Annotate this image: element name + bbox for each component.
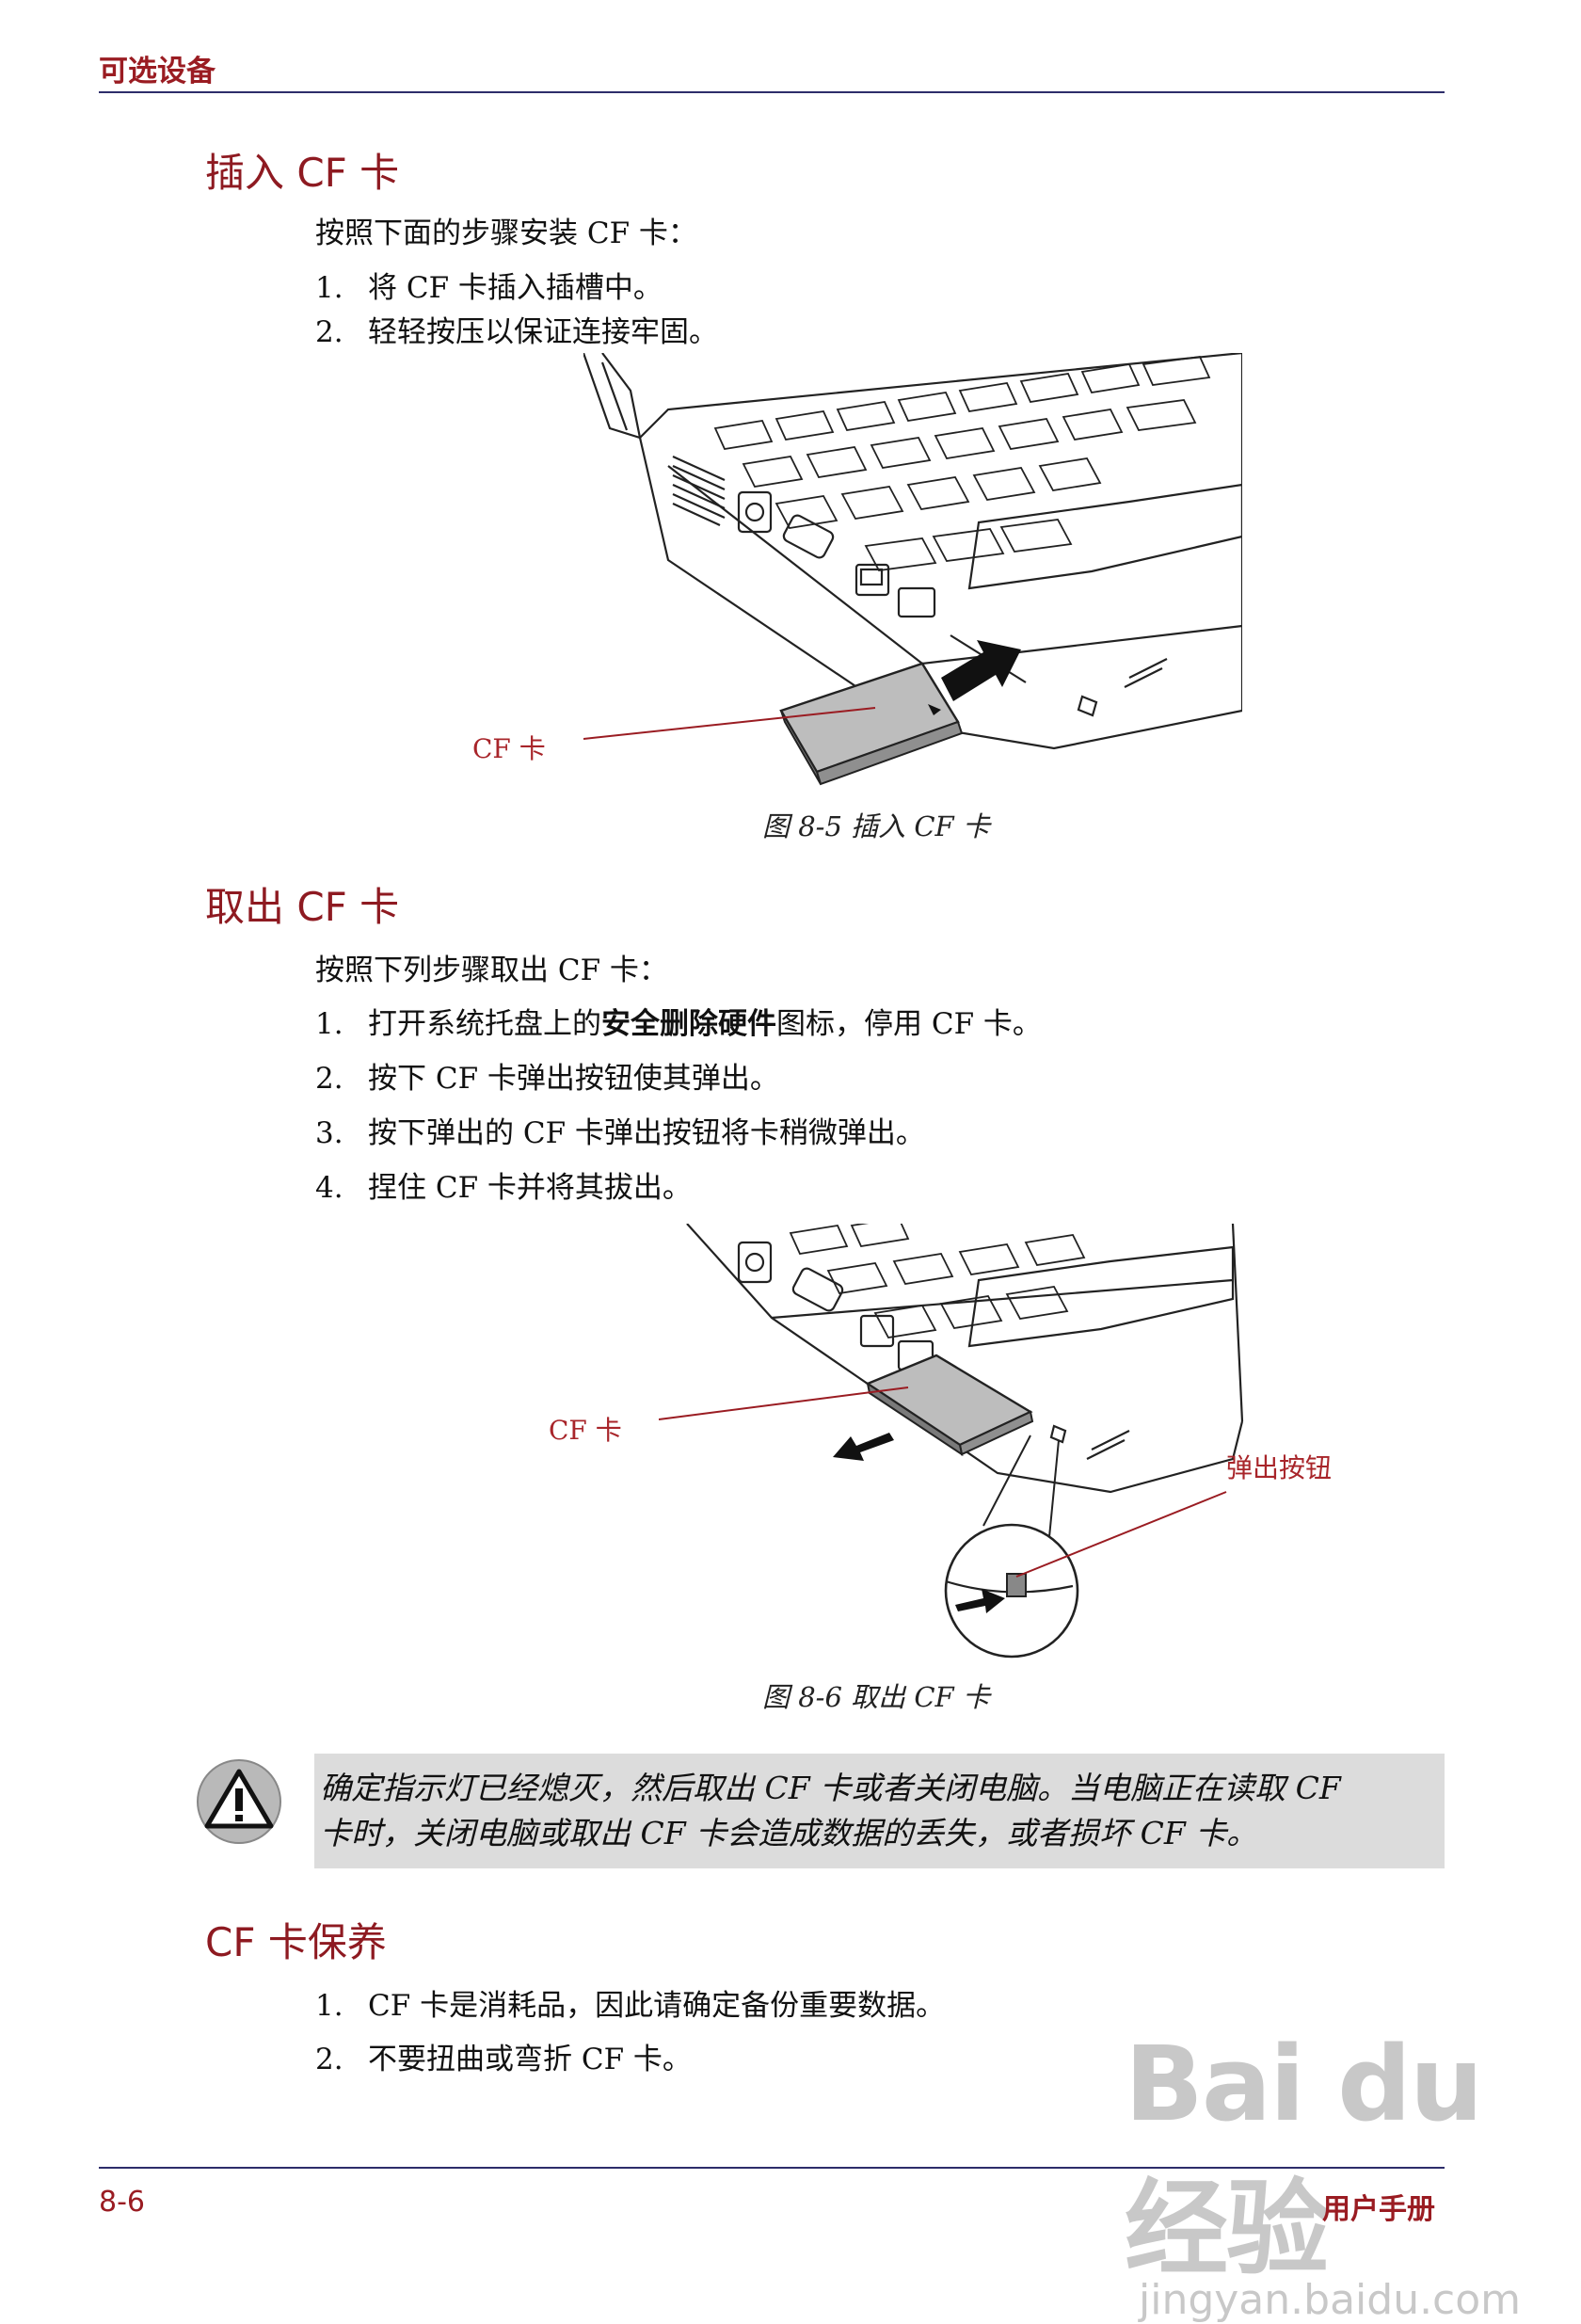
remove-intro: 按照下列步骤取出 CF 卡： <box>315 954 668 987</box>
warning-box <box>314 1754 1445 1868</box>
step-number: 4. <box>315 1171 343 1205</box>
step-text: 按下弹出的 CF 卡弹出按钮将卡稍微弹出。 <box>368 1116 925 1150</box>
footer-title: 用户手册 <box>1322 2193 1435 2226</box>
figure-caption-8-6: 图 8-6 取出 CF 卡 <box>762 1681 990 1713</box>
warning-text: 确定指示灯已经熄灭，然后取出 CF 卡或者关闭电脑。当电脑正在读取 CF 卡时，… <box>320 1766 1440 1856</box>
warning-triangle-icon <box>197 1759 281 1844</box>
step-text-post: 图标，停用 CF 卡。 <box>776 1007 1042 1041</box>
header-rule <box>99 91 1445 93</box>
remove-step-4: 4. 捏住 CF 卡并将其拔出。 <box>315 1163 692 1206</box>
remove-step-3: 3. 按下弹出的 CF 卡弹出按钮将卡稍微弹出。 <box>315 1109 925 1151</box>
heading-remove: 取出 CF 卡 <box>205 884 400 930</box>
remove-step-1: 1. 打开系统托盘上的安全删除硬件图标，停用 CF 卡。 <box>315 1000 1042 1042</box>
watermark-sub: jingyan.baidu.com <box>1139 2276 1522 2324</box>
watermark-main: Bai du 经验 <box>1125 2024 1483 2289</box>
step-number: 2. <box>315 315 343 349</box>
warning-line-1: 确定指示灯已经熄灭，然后取出 CF 卡或者关闭电脑。当电脑正在读取 CF <box>320 1770 1341 1806</box>
step-text: 轻轻按压以保证连接牢固。 <box>368 315 718 349</box>
heading-insert: 插入 CF 卡 <box>205 150 400 196</box>
care-step-2: 2. 不要扭曲或弯折 CF 卡。 <box>315 2035 692 2077</box>
callout-eject-button: 弹出按钮 <box>1226 1452 1333 1483</box>
warning-line-2: 卡时，关闭电脑或取出 CF 卡会造成数据的丢失，或者损坏 CF 卡。 <box>320 1815 1258 1851</box>
step-number: 3. <box>315 1116 343 1150</box>
callout-cf-card-insert: CF 卡 <box>472 733 546 764</box>
step-number: 1. <box>315 1989 343 2023</box>
step-text-bold: 安全删除硬件 <box>601 1007 776 1041</box>
baidu-watermark: Bai du 经验 jingyan.baidu.com <box>1125 2024 1581 2324</box>
step-text: CF 卡是消耗品，因此请确定备份重要数据。 <box>368 1989 946 2023</box>
insert-step-1: 1. 将 CF 卡插入插槽中。 <box>315 264 663 306</box>
insert-intro: 按照下面的步骤安装 CF 卡： <box>315 216 697 250</box>
step-text: 捏住 CF 卡并将其拔出。 <box>368 1171 692 1205</box>
step-text: 将 CF 卡插入插槽中。 <box>368 271 663 305</box>
running-header: 可选设备 <box>99 55 216 88</box>
step-number: 2. <box>315 2043 343 2076</box>
callout-cf-card-remove: CF 卡 <box>549 1415 622 1446</box>
step-text: 按下 CF 卡弹出按钮使其弹出。 <box>368 1062 779 1096</box>
figure-caption-8-5: 图 8-5 插入 CF 卡 <box>762 810 990 842</box>
step-number: 2. <box>315 1062 343 1096</box>
care-step-1: 1. CF 卡是消耗品，因此请确定备份重要数据。 <box>315 1981 945 2024</box>
insert-step-2: 2. 轻轻按压以保证连接牢固。 <box>315 308 718 350</box>
heading-care: CF 卡保养 <box>205 1919 387 1965</box>
figure-remove-illustration <box>659 1224 1244 1659</box>
step-number: 1. <box>315 1007 343 1041</box>
page-number: 8-6 <box>99 2186 145 2219</box>
figure-insert-illustration <box>583 353 1242 786</box>
remove-step-2: 2. 按下 CF 卡弹出按钮使其弹出。 <box>315 1054 779 1097</box>
step-number: 1. <box>315 271 343 305</box>
footer-rule <box>99 2167 1445 2169</box>
step-text: 不要扭曲或弯折 CF 卡。 <box>368 2043 692 2076</box>
step-text-pre: 打开系统托盘上的 <box>368 1007 601 1041</box>
